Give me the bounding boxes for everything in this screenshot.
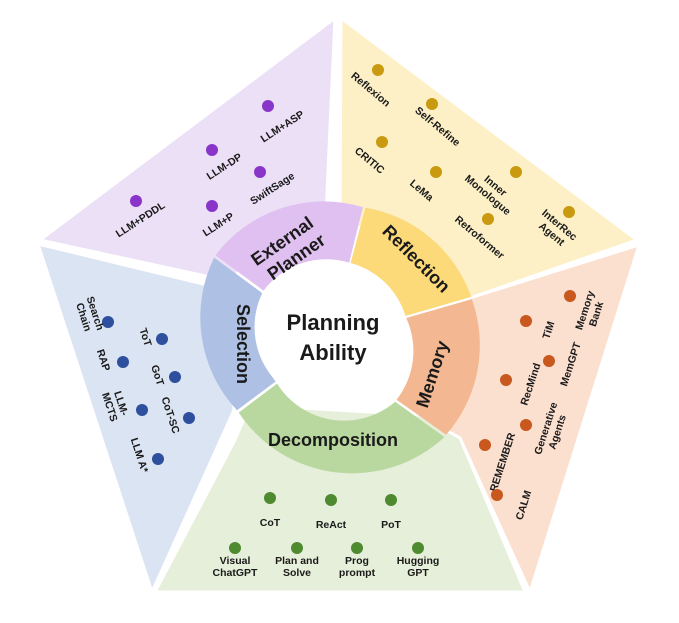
method-dot-critic (376, 136, 388, 148)
method-dot-interrec-agent (563, 206, 575, 218)
method-dot-cot-sc (183, 412, 195, 424)
ring-selection (200, 257, 276, 411)
method-dot-llm-mcts (136, 404, 148, 416)
method-dot-retroformer (482, 213, 494, 225)
method-dot-lema (430, 166, 442, 178)
method-dot-inner-monologue (510, 166, 522, 178)
method-label-cot: CoT (260, 517, 281, 529)
ring-external-planner (215, 201, 363, 291)
label-decomposition: Decomposition (268, 430, 398, 450)
method-label-line: Visual (220, 555, 251, 567)
method-label-line: Hugging (397, 555, 440, 567)
method-dot-memgpt (543, 355, 555, 367)
sector-selection (35, 241, 236, 597)
method-react: ReAct (316, 494, 347, 531)
method-dot-calm (491, 489, 503, 501)
method-dot-recmind (500, 374, 512, 386)
method-label-line: TiM (540, 320, 557, 341)
center-circle (261, 266, 405, 410)
ring-decomposition (238, 383, 445, 474)
method-dot-memory-bank (564, 290, 576, 302)
inner-ring (200, 201, 480, 474)
method-label-line: Prog (345, 555, 369, 567)
method-label-line: ReAct (316, 519, 347, 531)
method-label-line: prompt (339, 567, 376, 579)
method-label-line: CoT (260, 517, 281, 529)
center-title-line2: Ability (299, 340, 367, 365)
method-label-line: PoT (381, 519, 401, 531)
method-cot: CoT (260, 492, 281, 529)
method-label-line: GPT (407, 567, 429, 579)
method-dot-swiftsage (254, 166, 266, 178)
method-dot-rap (117, 356, 129, 368)
method-label-tot: ToT (136, 327, 153, 349)
method-dot-pot (385, 494, 397, 506)
method-dot-self-refine (426, 98, 438, 110)
method-label-line: Plan and (275, 555, 319, 567)
center-title-line1: Planning (287, 310, 380, 335)
method-dot-llm-p (206, 200, 218, 212)
method-label-pot: PoT (381, 519, 401, 531)
method-pot: PoT (381, 494, 401, 531)
method-dot-prog-prompt (351, 542, 363, 554)
method-dot-llm-pddl (130, 195, 142, 207)
method-dot-plan-and-solve (291, 542, 303, 554)
method-dot-hugging-gpt (412, 542, 424, 554)
method-dot-cot (264, 492, 276, 504)
method-dot-llm-a (152, 453, 164, 465)
method-dot-reflexion (372, 64, 384, 76)
method-dot-remember (479, 439, 491, 451)
label-selection: Selection (233, 304, 253, 384)
method-dot-llm-dp (206, 144, 218, 156)
ring-reflection (350, 207, 472, 316)
ring-memory (396, 299, 480, 435)
method-dot-llm-asp (262, 100, 274, 112)
method-dot-got (169, 371, 181, 383)
method-tim: TiM (520, 315, 557, 341)
method-label-line: Solve (283, 567, 311, 579)
method-tot: ToT (136, 327, 168, 349)
method-dot-react (325, 494, 337, 506)
method-label-tim: TiM (540, 320, 557, 341)
method-dot-tim (520, 315, 532, 327)
method-dot-search-chain (102, 316, 114, 328)
method-dot-generative-agents (520, 419, 532, 431)
method-label-line: ToT (136, 327, 153, 349)
method-label-line: ChatGPT (213, 567, 259, 579)
method-dot-visual-chatgpt (229, 542, 241, 554)
method-dot-tot (156, 333, 168, 345)
method-label-react: ReAct (316, 519, 347, 531)
